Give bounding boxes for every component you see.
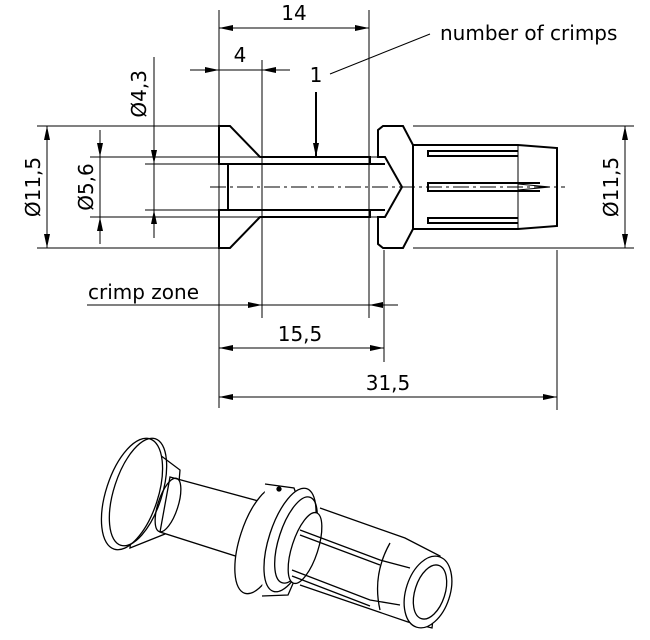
crimp-count-label: number of crimps bbox=[440, 21, 617, 45]
dim-dia-11-5-left-label: Ø11,5 bbox=[21, 157, 45, 217]
dimension-lines bbox=[44, 25, 628, 400]
crimp-count: 1 bbox=[310, 63, 323, 87]
section-view bbox=[210, 125, 565, 249]
extension-lines bbox=[37, 10, 634, 410]
isometric-view bbox=[100, 437, 453, 629]
dim-15-5-label: 15,5 bbox=[278, 322, 323, 346]
dim-dia-5-6-label: Ø5,6 bbox=[74, 163, 98, 211]
crimp-zone-label: crimp zone bbox=[88, 280, 199, 304]
dim-31-5-label: 31,5 bbox=[366, 371, 411, 395]
dim-14-label: 14 bbox=[281, 1, 306, 25]
leader-line bbox=[329, 33, 431, 75]
dim-4-label: 4 bbox=[234, 43, 247, 67]
dim-dia-11-5-right-label: Ø11,5 bbox=[599, 157, 623, 217]
dim-dia-4-3-label: Ø4,3 bbox=[127, 70, 151, 118]
